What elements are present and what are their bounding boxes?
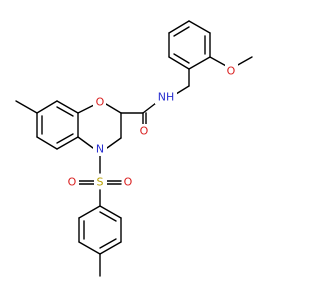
atom-label: O bbox=[68, 176, 77, 189]
bond bbox=[99, 238, 117, 249]
bond bbox=[173, 26, 190, 37]
bond bbox=[36, 100, 58, 114]
chemical-structure: O NH O O N S O O bbox=[15, 20, 253, 277]
bond bbox=[105, 103, 122, 114]
atom-label: O bbox=[140, 125, 149, 138]
bond bbox=[142, 102, 157, 114]
bond bbox=[99, 241, 122, 255]
bonds bbox=[15, 20, 253, 277]
bond bbox=[188, 20, 211, 34]
bond bbox=[173, 53, 190, 64]
bond bbox=[99, 205, 122, 219]
bond bbox=[56, 106, 74, 117]
bond bbox=[168, 56, 190, 70]
bond bbox=[175, 85, 190, 95]
sulfonyl-oxygen-right: O bbox=[122, 175, 135, 189]
methoxy-oxygen: O bbox=[225, 64, 238, 78]
bond bbox=[56, 100, 79, 114]
ring-oxygen: O bbox=[93, 95, 106, 109]
atom-label: NH bbox=[158, 91, 175, 104]
atom-label: S bbox=[97, 176, 104, 189]
bond bbox=[188, 56, 211, 70]
bond bbox=[15, 100, 38, 114]
atom-label: O bbox=[227, 65, 236, 78]
amide-oxygen: O bbox=[138, 124, 151, 138]
bond bbox=[78, 205, 101, 219]
bond bbox=[56, 136, 79, 150]
amide-nitrogen: NH bbox=[155, 90, 177, 104]
bond bbox=[36, 136, 58, 150]
molecule-canvas: O NH O O N S O O bbox=[15, 20, 253, 277]
bond bbox=[77, 136, 94, 149]
bond bbox=[77, 104, 95, 114]
sulfonyl-oxygen-left: O bbox=[66, 175, 79, 189]
atom-labels: O NH O O N S O O bbox=[66, 64, 238, 189]
ring-nitrogen: N bbox=[93, 142, 107, 156]
atom-label: N bbox=[96, 143, 104, 156]
bond bbox=[106, 137, 122, 149]
atom-label: O bbox=[124, 176, 133, 189]
bond bbox=[99, 211, 117, 222]
bond bbox=[56, 133, 74, 144]
bond bbox=[168, 20, 190, 34]
bond bbox=[235, 56, 253, 67]
bond bbox=[78, 241, 101, 255]
sulfonyl-sulfur: S bbox=[94, 175, 107, 189]
atom-label: O bbox=[96, 96, 105, 109]
